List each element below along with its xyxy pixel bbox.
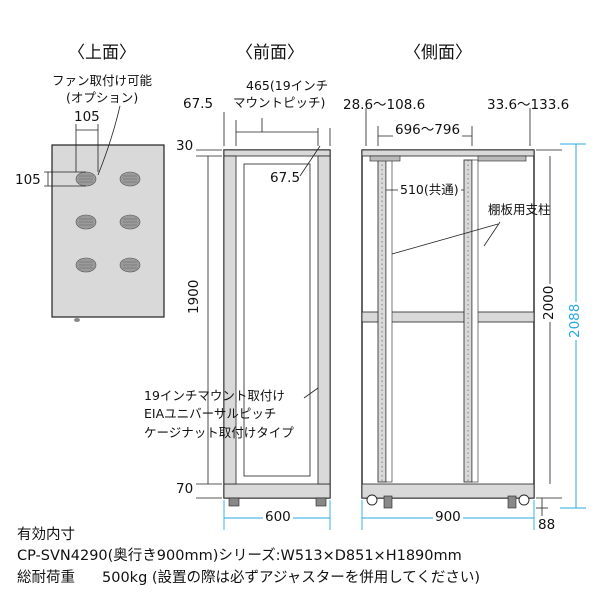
fan-note-line2: (オプション) (66, 90, 139, 105)
front-mount-note-1: 19インチマウント取付け (144, 388, 285, 403)
fan-note-line1: ファン取付け可能 (52, 73, 153, 88)
front-right-offset: 67.5 (270, 170, 301, 186)
spec-load-label: 総耐荷重 (17, 570, 75, 586)
front-bottom-height: 70 (176, 481, 194, 497)
top-panel (51, 144, 165, 318)
side-rail-span: 696～796 (393, 122, 463, 138)
top-view-title: 〈上面〉 (68, 43, 136, 63)
front-top-height: 30 (176, 138, 194, 154)
side-total-height: 2088 (567, 301, 583, 340)
front-inner-height: 1900 (186, 279, 202, 314)
front-view-title: 〈前面〉 (236, 43, 304, 63)
front-view-drawing (196, 112, 331, 530)
top-view-drawing (44, 105, 165, 322)
side-shared-dim: 510(共通) (398, 182, 461, 197)
front-mount-note-3: ケージナット取付けタイプ (144, 425, 294, 440)
front-left-offset: 67.5 (183, 96, 214, 112)
front-pitch-bottom: マウントピッチ) (233, 95, 326, 110)
spec-load-value: 500kg (設置の際は必ずアジャスターを併用してください) (102, 570, 481, 586)
side-view-drawing (361, 108, 586, 530)
front-pitch-top: 465(19インチ (246, 78, 329, 93)
side-shelf-post: 棚板用支柱 (488, 202, 551, 217)
side-depth: 900 (433, 509, 463, 525)
spec-heading: 有効内寸 (17, 527, 75, 543)
side-right-range: 33.6～133.6 (487, 97, 570, 113)
side-caster-height: 88 (538, 517, 556, 533)
side-left-range: 28.6～108.6 (343, 97, 426, 113)
front-frame (223, 149, 331, 499)
front-mount-note-2: EIAユニバーサルピッチ (144, 406, 277, 421)
spec-dimensions: CP-SVN4290(奥行き900mm)シリーズ:W513×D851×H1890… (17, 548, 462, 564)
side-view-title: 〈側面〉 (404, 43, 472, 63)
front-width: 600 (263, 509, 293, 525)
side-frame-height: 2000 (541, 283, 557, 322)
top-dim-horizontal: 105 (74, 109, 100, 125)
top-dim-vertical: 105 (15, 172, 41, 188)
